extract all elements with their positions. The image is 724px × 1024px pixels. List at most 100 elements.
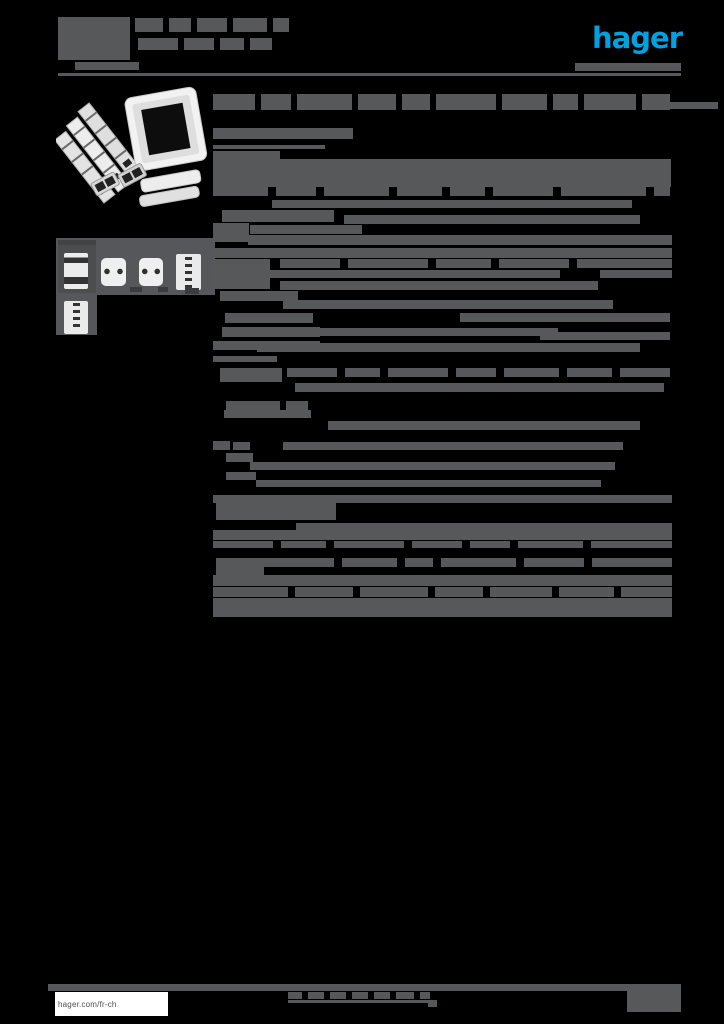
- redacted-text-bar: [553, 94, 578, 110]
- redacted-text-bar: [281, 541, 326, 548]
- redacted-text-bar: [226, 472, 256, 480]
- hager-logo: hager: [592, 21, 683, 55]
- redacted-text-bar: [220, 291, 298, 301]
- redacted-text-bar: [288, 992, 302, 999]
- redacted-text-bar: [358, 94, 396, 110]
- redacted-text-bar: [502, 94, 547, 110]
- redacted-text-bar: [213, 94, 255, 110]
- redacted-text-bar: [559, 587, 614, 597]
- redacted-text-bar: [273, 18, 289, 32]
- redacted-text-bar: [504, 368, 559, 377]
- redacted-text-bar: [213, 530, 672, 540]
- redacted-text-bar: [288, 1000, 430, 1003]
- thumbnail-caption-mark: [158, 287, 168, 292]
- redacted-text-bar: [600, 270, 672, 278]
- redacted-text-bar: [388, 368, 448, 377]
- redacted-text-bar: [213, 575, 672, 586]
- redacted-text-bar: [344, 215, 640, 224]
- redacted-text-bar: [493, 187, 553, 196]
- redacted-text-bar: [435, 587, 483, 597]
- redacted-text-bar: [213, 145, 325, 149]
- redacted-text-bar: [456, 368, 496, 377]
- redacted-text-bar: [213, 187, 268, 196]
- redacted-text-bar: [213, 248, 672, 258]
- redacted-text-bar: [226, 401, 280, 410]
- support-frame-graphic: [139, 169, 202, 207]
- redacted-text-bar: [248, 235, 672, 245]
- redacted-text-bar: [222, 327, 320, 337]
- redacted-text-bar: [213, 541, 273, 548]
- redacted-text-bar: [330, 992, 346, 999]
- redacted-text-bar: [374, 992, 390, 999]
- redacted-text-bar: [226, 453, 253, 462]
- redacted-text-bar: [436, 94, 496, 110]
- redacted-text-bar: [138, 38, 178, 50]
- redacted-text-bar: [577, 259, 672, 268]
- redacted-text-bar: [295, 383, 664, 392]
- redacted-text-bar: [412, 541, 462, 548]
- redacted-text-bar: [280, 281, 598, 290]
- redacted-text-bar: [334, 541, 404, 548]
- redacted-text-bar: [402, 94, 430, 110]
- redacted-text-bar: [460, 313, 670, 322]
- redacted-text-bar: [213, 356, 277, 362]
- redacted-text-bar: [213, 159, 671, 187]
- redacted-text-bar: [405, 558, 433, 567]
- redacted-text-bar: [620, 368, 670, 377]
- redacted-text-bar: [287, 368, 337, 377]
- redacted-text-bar: [621, 587, 672, 597]
- redacted-text-bar: [169, 18, 191, 32]
- redacted-text-bar: [490, 587, 552, 597]
- header-divider-rule: [58, 73, 681, 76]
- product-thumbnail-3[interactable]: [139, 258, 163, 286]
- product-thumbnail-4[interactable]: [176, 254, 201, 290]
- redacted-text-bar: [213, 495, 672, 503]
- product-thumbnail-1[interactable]: [64, 253, 88, 289]
- redacted-text-bar: [670, 102, 718, 109]
- redacted-text-bar: [561, 187, 646, 196]
- redacted-text-bar: [283, 442, 623, 450]
- redacted-text-bar: [360, 587, 428, 597]
- redacted-text-bar: [225, 313, 313, 323]
- redacted-text-bar: [540, 332, 670, 340]
- product-photo-image: [56, 86, 208, 207]
- product-thumbnail-2[interactable]: [101, 258, 126, 286]
- redacted-text-bar: [197, 18, 227, 32]
- redacted-text-bar: [450, 187, 485, 196]
- redacted-text-bar: [222, 210, 334, 222]
- redacted-text-bar: [272, 200, 632, 208]
- footer-divider-rule: [48, 984, 681, 991]
- redacted-text-bar: [213, 441, 230, 450]
- faceplate-graphic: [124, 86, 208, 172]
- redacted-text-bar: [220, 368, 282, 382]
- footer-url-link[interactable]: hager.com/fr-ch: [58, 999, 117, 1009]
- redacted-text-bar: [518, 541, 583, 548]
- redacted-text-bar: [308, 992, 324, 999]
- redacted-text-bar: [524, 558, 584, 567]
- redacted-text-bar: [328, 421, 640, 430]
- redacted-text-bar: [213, 587, 288, 597]
- redacted-text-bar: [283, 300, 613, 309]
- redacted-text-bar: [397, 187, 442, 196]
- redacted-text-bar: [213, 128, 353, 139]
- redacted-text-bar: [276, 187, 316, 196]
- thumbnail-caption-mark: [130, 287, 142, 292]
- redacted-text-bar: [295, 587, 353, 597]
- redacted-text-bar: [296, 523, 672, 530]
- redacted-text-bar: [233, 18, 267, 32]
- redacted-text-bar: [256, 480, 601, 487]
- product-thumbnail-5[interactable]: [64, 301, 88, 334]
- thumbnail-caption-mark: [185, 288, 199, 294]
- redacted-text-bar: [280, 259, 340, 268]
- redacted-text-bar: [135, 18, 163, 32]
- redacted-text-bar: [592, 558, 672, 567]
- redacted-text-bar: [213, 223, 249, 242]
- redacted-text-bar: [352, 992, 368, 999]
- redacted-text-bar: [224, 410, 311, 418]
- redacted-text-bar: [184, 38, 214, 50]
- redacted-text-bar: [250, 462, 615, 470]
- redacted-text-bar: [213, 598, 672, 617]
- keystone-jacks-graphic: [90, 163, 147, 197]
- redacted-text-bar: [250, 38, 272, 50]
